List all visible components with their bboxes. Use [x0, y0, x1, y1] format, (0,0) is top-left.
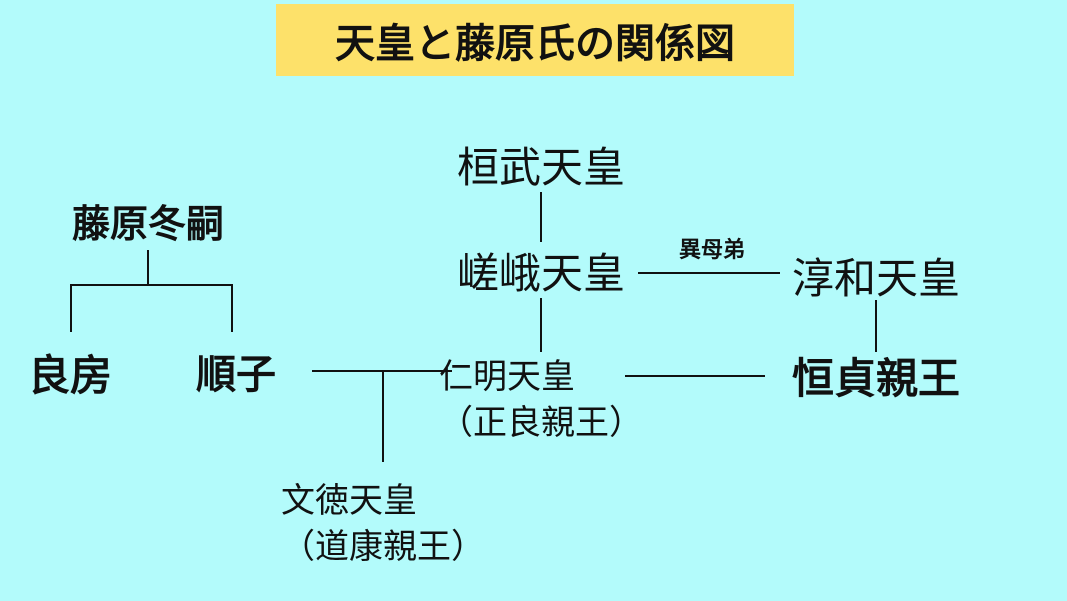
node-junna: 淳和天皇 — [791, 254, 961, 303]
node-tsunesada: 恒貞親王 — [791, 354, 961, 403]
node-saga: 嵯峨天皇 — [456, 249, 626, 298]
connector-kanmu-saga — [540, 192, 542, 242]
node-ninmyo: 仁明天皇 （正良親王） — [439, 360, 643, 440]
connector-ninmyo-tsunesada — [625, 375, 765, 377]
node-junshi: 順子 — [196, 352, 276, 398]
connector-to-junshi — [231, 284, 233, 332]
connector-saga-junna — [638, 272, 780, 274]
node-fujiwara-fuyutsugu: 藤原冬嗣 — [71, 202, 225, 246]
connector-junna-tsunesada — [875, 300, 877, 352]
connector-children-bar — [71, 284, 233, 286]
diagram-title: 天皇と藤原氏の関係図 — [276, 4, 794, 76]
node-montoku-alias: （道康親王） — [281, 527, 485, 567]
label-half-brother: 異母弟 — [678, 238, 746, 263]
connector-to-montoku — [382, 370, 384, 462]
node-ninmyo-name: 仁明天皇 — [439, 357, 575, 397]
node-montoku: 文徳天皇 （道康親王） — [281, 484, 485, 564]
connector-fuyutsugu-down — [147, 250, 149, 285]
node-montoku-name: 文徳天皇 — [281, 481, 417, 521]
connector-saga-ninmyo — [540, 298, 542, 352]
node-kanmu: 桓武天皇 — [456, 143, 626, 192]
node-yoshifusa: 良房 — [27, 351, 113, 400]
node-ninmyo-alias: （正良親王） — [439, 403, 643, 443]
connector-to-yoshifusa — [70, 284, 72, 332]
